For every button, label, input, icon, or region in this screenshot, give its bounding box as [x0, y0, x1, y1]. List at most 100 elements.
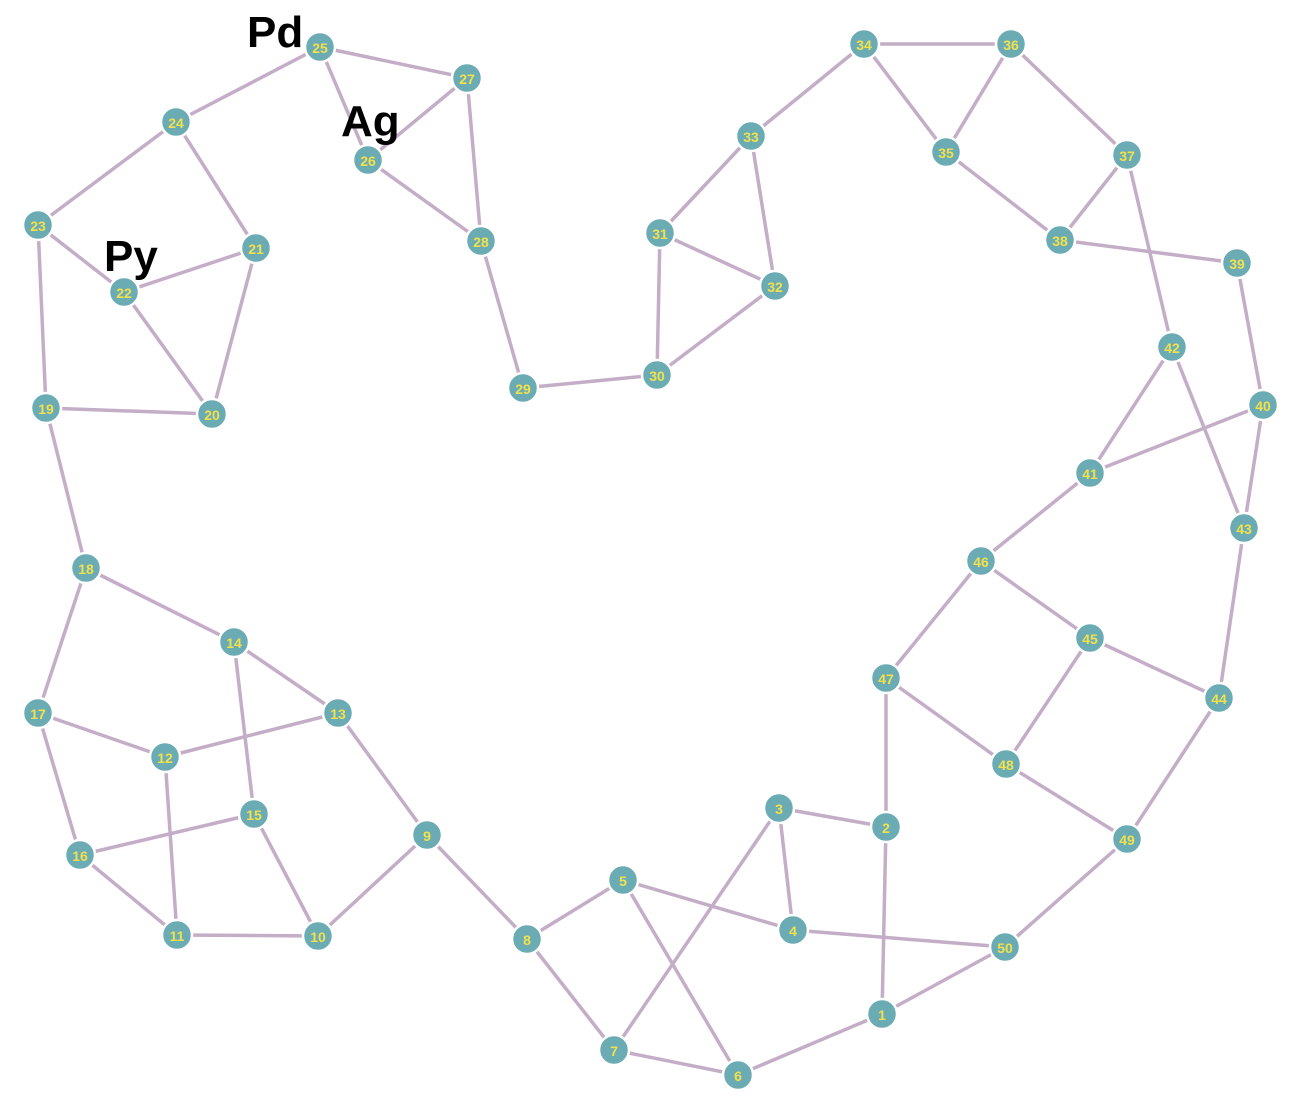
node-47[interactable]: 47	[869, 661, 903, 695]
edge-23-24	[36, 120, 178, 227]
node-34[interactable]: 34	[847, 27, 881, 61]
node-40[interactable]: 40	[1246, 388, 1280, 422]
node-43[interactable]: 43	[1227, 511, 1261, 545]
node-2[interactable]: 2	[869, 810, 903, 844]
node-circle	[929, 135, 963, 169]
node-29[interactable]: 29	[506, 371, 540, 405]
node-label: 1	[878, 1007, 886, 1023]
node-38[interactable]: 38	[1043, 223, 1077, 257]
node-5[interactable]: 5	[606, 863, 640, 897]
edge-10-11	[175, 933, 320, 938]
node-18[interactable]: 18	[69, 551, 103, 585]
edge-19-20	[44, 406, 214, 416]
node-11[interactable]: 11	[160, 918, 194, 952]
node-22[interactable]: 22	[107, 275, 141, 309]
node-13[interactable]: 13	[321, 696, 355, 730]
node-23[interactable]: 23	[21, 208, 55, 242]
node-28[interactable]: 28	[464, 224, 498, 258]
node-circle	[869, 810, 903, 844]
edge-33-34	[749, 42, 866, 138]
edge-10-15	[252, 812, 320, 938]
node-32[interactable]: 32	[758, 269, 792, 303]
edge-35-38	[944, 150, 1062, 242]
node-6[interactable]: 6	[721, 1058, 755, 1092]
node-30[interactable]: 30	[640, 358, 674, 392]
node-33[interactable]: 33	[734, 119, 768, 153]
node-label: 2	[882, 820, 890, 836]
node-3[interactable]: 3	[762, 791, 796, 825]
node-49[interactable]: 49	[1110, 822, 1144, 856]
edge-24-25	[174, 45, 322, 124]
node-circle	[640, 358, 674, 392]
edge-1-6	[736, 1012, 884, 1077]
node-16[interactable]: 16	[63, 838, 97, 872]
node-42[interactable]: 42	[1155, 330, 1189, 364]
node-circle	[1110, 138, 1144, 172]
node-24[interactable]: 24	[159, 105, 193, 139]
edge-46-47	[884, 559, 983, 680]
node-20[interactable]: 20	[195, 397, 229, 431]
node-37[interactable]: 37	[1110, 138, 1144, 172]
node-25[interactable]: 25	[303, 30, 337, 64]
edge-31-33	[658, 134, 753, 235]
node-circle	[721, 1058, 755, 1092]
edge-1-2	[880, 825, 888, 1016]
node-label: 21	[248, 241, 264, 257]
node-31[interactable]: 31	[643, 216, 677, 250]
node-15[interactable]: 15	[237, 797, 271, 831]
node-45[interactable]: 45	[1073, 621, 1107, 655]
edge-11-16	[78, 853, 179, 937]
edge-34-35	[862, 42, 948, 154]
node-4[interactable]: 4	[776, 913, 810, 947]
node-41[interactable]: 41	[1073, 456, 1107, 490]
node-label: 19	[38, 401, 54, 417]
node-label: 43	[1236, 521, 1252, 537]
edge-32-33	[749, 134, 777, 288]
node-48[interactable]: 48	[989, 747, 1023, 781]
node-label: 17	[30, 706, 46, 722]
node-26[interactable]: 26	[351, 143, 385, 177]
node-17[interactable]: 17	[21, 696, 55, 730]
edge-2-3	[777, 806, 888, 829]
node-10[interactable]: 10	[301, 919, 335, 953]
node-27[interactable]: 27	[450, 61, 484, 95]
node-7[interactable]: 7	[597, 1033, 631, 1067]
node-14[interactable]: 14	[217, 625, 251, 659]
node-8[interactable]: 8	[510, 922, 544, 956]
edge-28-29	[479, 239, 525, 390]
edge-40-43	[1242, 403, 1265, 530]
node-circle	[239, 231, 273, 265]
node-46[interactable]: 46	[964, 544, 998, 578]
node-circle	[1073, 621, 1107, 655]
edge-4-5	[621, 878, 795, 932]
node-21[interactable]: 21	[239, 231, 273, 265]
node-circle	[734, 119, 768, 153]
node-circle	[506, 371, 540, 405]
node-label: 4	[789, 923, 797, 939]
node-label: 36	[1003, 37, 1019, 53]
node-39[interactable]: 39	[1220, 246, 1254, 280]
node-50[interactable]: 50	[988, 930, 1022, 964]
edge-26-28	[366, 158, 483, 243]
annotation-pd: Pd	[247, 8, 303, 57]
annotation-py: Py	[104, 232, 158, 281]
edge-25-27	[318, 45, 469, 80]
node-1[interactable]: 1	[865, 997, 899, 1031]
node-label: 40	[1255, 398, 1271, 414]
edge-13-14	[232, 640, 340, 715]
edge-5-8	[525, 878, 625, 941]
node-label: 45	[1082, 631, 1098, 647]
node-9[interactable]: 9	[410, 818, 444, 852]
node-circle	[964, 544, 998, 578]
node-label: 34	[856, 37, 872, 53]
node-label: 28	[473, 234, 489, 250]
edge-45-46	[979, 559, 1092, 640]
node-44[interactable]: 44	[1202, 681, 1236, 715]
node-12[interactable]: 12	[148, 740, 182, 774]
node-19[interactable]: 19	[29, 391, 63, 425]
edge-25-26	[318, 45, 370, 162]
node-circle	[776, 913, 810, 947]
node-36[interactable]: 36	[994, 27, 1028, 61]
node-35[interactable]: 35	[929, 135, 963, 169]
